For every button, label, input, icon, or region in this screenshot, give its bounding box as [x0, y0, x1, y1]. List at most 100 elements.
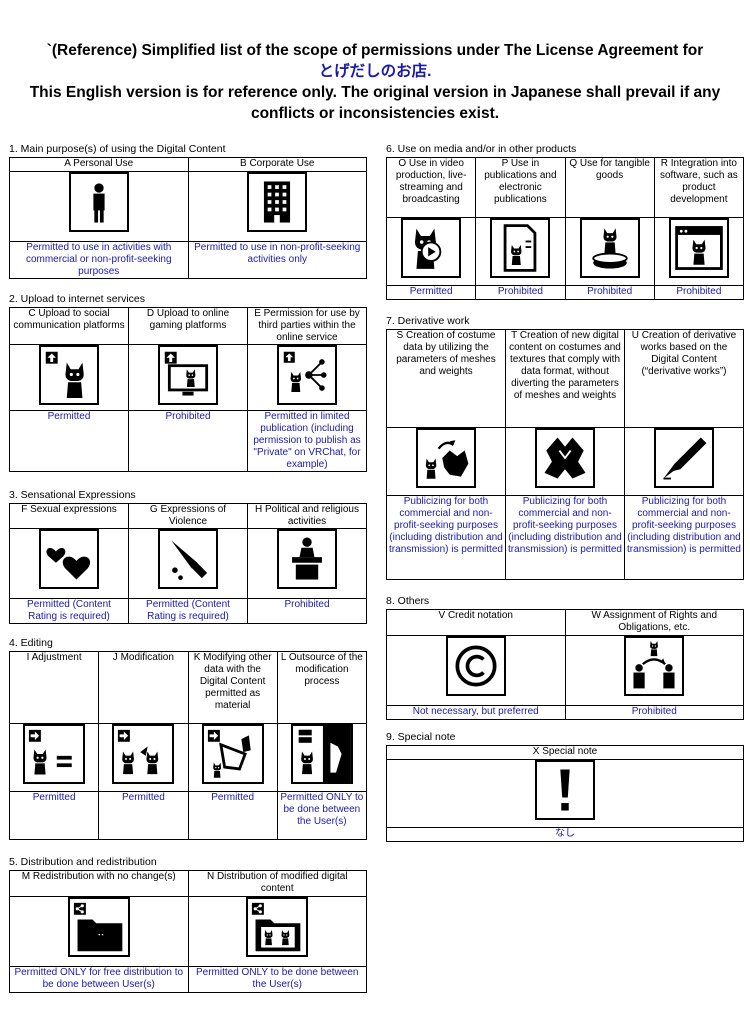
section-title: 1. Main purpose(s) of using the Digital … [9, 143, 226, 155]
item-heading: G Expressions of Violence [128, 503, 248, 529]
status-text: Permitted ONLY for free distribution to … [9, 966, 189, 993]
status-text: Permitted to use in non-profit-seeking a… [187, 241, 367, 279]
document-cat-icon [490, 218, 551, 278]
figure-cat-icon [579, 218, 640, 278]
item-heading: V Credit notation [386, 609, 566, 636]
permission-table: C Upload to social communication platfor… [9, 307, 367, 472]
section-others: 8. Others V Credit notation W Assignment… [386, 595, 744, 720]
section-title: 7. Derivative work [386, 315, 470, 327]
software-cat-icon [668, 218, 729, 278]
share-network-icon [277, 345, 337, 405]
item-heading: Q Use for tangible goods [564, 157, 655, 218]
item-heading: M Redistribution with no change(s) [9, 870, 189, 897]
item-heading: R Integration into software, such as pro… [653, 157, 745, 218]
permission-table: O Use in video production, live-streamin… [385, 157, 745, 300]
redistribute-icon [67, 897, 130, 957]
transfer-icon [624, 636, 685, 696]
game-upload-icon [158, 345, 218, 405]
building-icon [247, 172, 308, 232]
section-title: 3. Sensational Expressions [9, 489, 136, 501]
status-text: Permitted [8, 791, 100, 840]
status-text: Permitted [187, 791, 278, 840]
permission-table: I Adjustment J Modification K Modifying … [8, 651, 368, 840]
status-text: Permitted [9, 410, 129, 472]
status-text: なし [386, 827, 744, 842]
status-text: Prohibited [247, 598, 367, 624]
item-heading: T Creation of new digital content on cos… [505, 329, 625, 428]
distribute-modified-icon [246, 897, 309, 957]
item-heading: O Use in video production, live-streamin… [385, 157, 477, 218]
copyright-icon [445, 636, 506, 696]
section-editing: 4. Editing I Adjustment J Modification K… [8, 637, 368, 840]
item-heading: S Creation of costume data by utilizing … [386, 329, 506, 428]
section-title: 4. Editing [9, 637, 53, 649]
modify-icon [112, 724, 175, 784]
item-heading: D Upload to online gaming platforms [128, 307, 248, 345]
person-icon [68, 172, 129, 232]
permission-table: A Personal Use B Corporate Use Permitted… [9, 157, 367, 279]
video-cat-icon [401, 218, 462, 278]
status-text: Permitted ONLY to be done between the Us… [276, 791, 368, 840]
item-heading: W Assignment of Rights and Obligations, … [564, 609, 744, 636]
permission-table: F Sexual expressions G Expressions of Vi… [9, 503, 367, 624]
section-main-purpose: 1. Main purpose(s) of using the Digital … [9, 143, 367, 279]
shop-name: とげだしのお店. [318, 63, 432, 80]
status-text: Permitted (Content Rating is required) [9, 598, 129, 624]
section-title: 5. Distribution and redistribution [9, 856, 157, 868]
status-text: Publicizing for both commercial and non-… [505, 495, 625, 580]
knife-icon [158, 529, 218, 589]
item-heading: E Permission for use by third parties wi… [247, 307, 367, 345]
status-text: Permitted to use in activities with comm… [9, 241, 189, 279]
section-upload: 2. Upload to internet services C Upload … [9, 293, 367, 472]
section-sensational: 3. Sensational Expressions F Sexual expr… [9, 489, 367, 624]
podium-icon [277, 529, 337, 589]
permission-table: M Redistribution with no change(s) N Dis… [9, 870, 367, 993]
item-heading: C Upload to social communication platfor… [9, 307, 129, 345]
status-text: Permitted in limited publication (includ… [247, 410, 367, 472]
costume-cat-icon [416, 428, 476, 488]
section-title: 6. Use on media and/or in other products [386, 143, 577, 155]
page-header: `(Reference) Simplified list of the scop… [0, 40, 750, 124]
status-text: Permitted [385, 285, 477, 300]
item-heading: H Political and religious activities [247, 503, 367, 529]
hearts-icon [39, 529, 99, 589]
section-title: 8. Others [386, 595, 430, 607]
section-derivative: 7. Derivative work S Creation of costume… [386, 315, 744, 580]
header-line1: `(Reference) Simplified list of the scop… [46, 42, 704, 59]
section-special-note: 9. Special note X Special note なし [386, 731, 744, 842]
item-heading: N Distribution of modified digital conte… [187, 870, 367, 897]
status-text: Permitted ONLY to be done between the Us… [187, 966, 367, 993]
item-heading: P Use in publications and electronic pub… [475, 157, 566, 218]
item-heading: F Sexual expressions [9, 503, 129, 529]
status-text: Prohibited [564, 285, 655, 300]
section-title: 9. Special note [386, 731, 456, 743]
permission-table: X Special note なし [386, 745, 744, 842]
item-heading: U Creation of derivative works based on … [624, 329, 744, 428]
item-heading: J Modification [98, 651, 189, 724]
item-heading: L Outsource of the modification process [276, 651, 368, 724]
section-media: 6. Use on media and/or in other products… [385, 143, 745, 300]
item-heading: X Special note [386, 745, 744, 760]
pen-nib-icon [654, 428, 714, 488]
item-heading: K Modifying other data with the Digital … [187, 651, 278, 724]
exclamation-icon [535, 760, 595, 820]
adjust-icon [23, 724, 86, 784]
section-title: 2. Upload to internet services [9, 293, 145, 305]
costume-icon [535, 428, 595, 488]
status-text: Prohibited [475, 285, 566, 300]
status-text: Permitted [98, 791, 189, 840]
item-heading: I Adjustment [8, 651, 100, 724]
modify-other-icon [201, 724, 264, 784]
status-text: Prohibited [653, 285, 745, 300]
status-text: Permitted (Content Rating is required) [128, 598, 248, 624]
status-text: Publicizing for both commercial and non-… [386, 495, 506, 580]
outsource-icon [290, 724, 353, 784]
permission-table: S Creation of costume data by utilizing … [386, 329, 744, 580]
status-text: Prohibited [128, 410, 248, 472]
item-heading: B Corporate Use [187, 157, 367, 172]
status-text: Prohibited [564, 705, 744, 720]
header-line2: This English version is for reference on… [29, 84, 721, 122]
status-text: Not necessary, but preferred [386, 705, 566, 720]
permission-table: V Credit notation W Assignment of Rights… [386, 609, 744, 720]
item-heading: A Personal Use [9, 157, 189, 172]
